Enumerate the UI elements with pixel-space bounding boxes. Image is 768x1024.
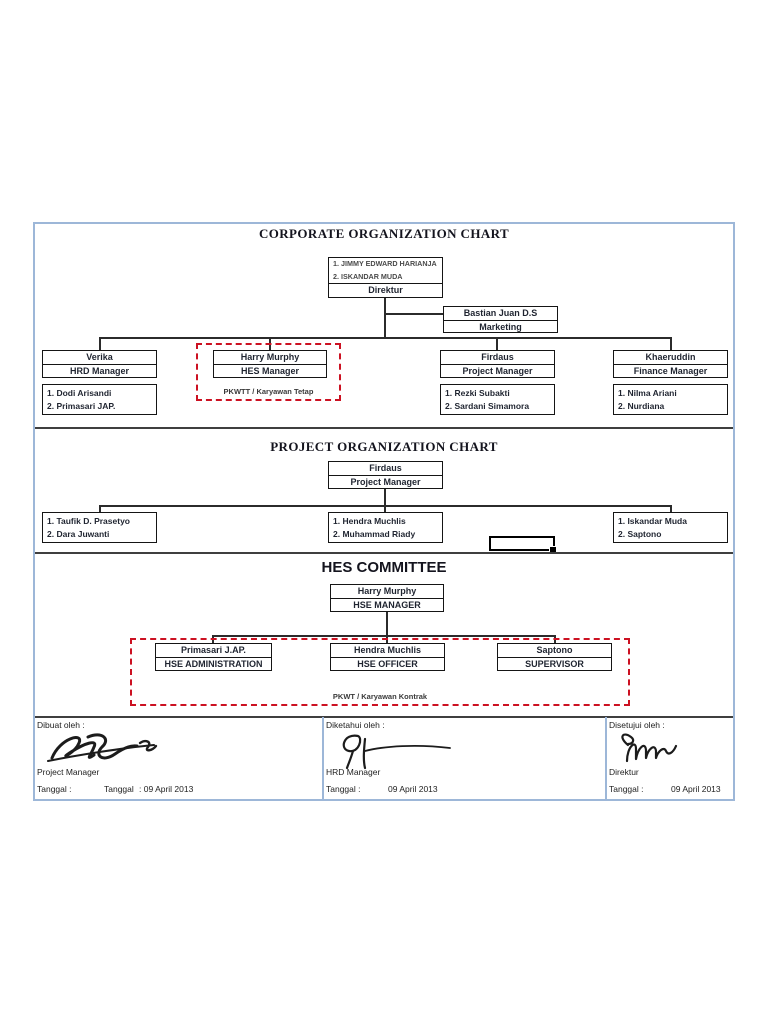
finance-manager-box: Khaeruddin Finance Manager xyxy=(613,350,728,378)
signoff-column-divider xyxy=(605,717,607,800)
hes-manager-role: HES Manager xyxy=(214,364,326,378)
tanggal-label: Tanggal : xyxy=(326,784,361,794)
document-frame xyxy=(33,222,735,801)
finance-manager-role: Finance Manager xyxy=(614,364,727,378)
team1-member-1: 1. Taufik D. Prasetyo xyxy=(47,516,130,526)
diketahui-oleh-label: Diketahui oleh : xyxy=(326,720,385,730)
signature-hrd-manager xyxy=(342,734,451,770)
connector-line xyxy=(99,337,671,339)
supervisor-box: Saptono SUPERVISOR xyxy=(497,643,612,671)
team2-member-1: 1. Hendra Muchlis xyxy=(333,516,406,526)
project-manager-signoff-role: Project Manager xyxy=(37,767,100,777)
project-manager-role: Project Manager xyxy=(441,364,554,378)
team3-member-2: 2. Saptono xyxy=(618,528,662,539)
connector-line xyxy=(99,337,101,350)
connector-line xyxy=(99,505,101,513)
signoff-date-3: 09 April 2013 xyxy=(671,784,721,794)
hse-admin-role: HSE ADMINISTRATION xyxy=(156,657,271,671)
disetujui-oleh-label: Disetujui oleh : xyxy=(609,720,665,730)
signature-direktur xyxy=(621,733,678,763)
project-team2-list: 1. Hendra Muchlis 2. Muhammad Riady xyxy=(328,512,443,543)
connector-line xyxy=(670,505,672,513)
team3-member-1: 1. Iskandar Muda xyxy=(618,516,687,526)
hse-manager-name: Harry Murphy xyxy=(357,586,417,596)
pkwtt-tag: PKWTT / Karyawan Tetap xyxy=(223,387,314,396)
section-divider xyxy=(35,427,733,429)
hes-committee-title: HES COMMITTEE xyxy=(321,559,447,576)
connector-line xyxy=(385,313,443,315)
hes-manager-box: Harry Murphy HES Manager xyxy=(213,350,327,378)
marketing-box: Bastian Juan D.S Marketing xyxy=(443,306,558,333)
dibuat-oleh-label: Dibuat oleh : xyxy=(37,720,85,730)
connector-line xyxy=(670,337,672,350)
pm-staff-2: 2. Sardani Simamora xyxy=(445,400,530,411)
connector-line xyxy=(386,612,388,635)
direktur-box: 1. JIMMY EDWARD HARIANJA 2. ISKANDAR MUD… xyxy=(328,257,443,298)
project-team1-list: 1. Taufik D. Prasetyo 2. Dara Juwanti xyxy=(42,512,157,543)
supervisor-role: SUPERVISOR xyxy=(498,657,611,671)
hse-admin-name: Primasari J.AP. xyxy=(181,645,246,655)
marketing-role: Marketing xyxy=(444,320,557,334)
pm-staff-1: 1. Rezki Subakti xyxy=(445,388,510,398)
connector-line xyxy=(384,489,386,506)
hrd-staff-2: 2. Primasari JAP. xyxy=(47,400,116,411)
hse-officer-role: HSE OFFICER xyxy=(331,657,444,671)
pkwt-dashed-group: PKWT / Karyawan Kontrak xyxy=(130,638,630,706)
direktur-name-2: 2. ISKANDAR MUDA xyxy=(333,271,403,281)
connector-line xyxy=(212,635,555,637)
finance-staff-1: 1. Nilma Ariani xyxy=(618,388,677,398)
hrd-manager-name: Verika xyxy=(86,352,113,362)
direktur-name-1: 1. JIMMY EDWARD HARIANJA xyxy=(333,259,437,268)
direktur-signoff-role: Direktur xyxy=(609,767,639,777)
hse-manager-box: Harry Murphy HSE MANAGER xyxy=(330,584,444,612)
project-manager-name: Firdaus xyxy=(481,352,514,362)
project-team3-list: 1. Iskandar Muda 2. Saptono xyxy=(613,512,728,543)
pkwt-tag: PKWT / Karyawan Kontrak xyxy=(332,692,428,701)
hrd-manager-signoff-role: HRD Manager xyxy=(326,767,381,777)
finance-manager-name: Khaeruddin xyxy=(645,352,696,362)
team2-member-2: 2. Muhammad Riady xyxy=(333,528,416,539)
section-divider xyxy=(35,716,733,718)
tanggal-label-2: Tanggal xyxy=(104,784,134,794)
hrd-staff-list: 1. Dodi Arisandi 2. Primasari JAP. xyxy=(42,384,157,415)
finance-staff-2: 2. Nurdiana xyxy=(618,400,665,411)
hrd-manager-box: Verika HRD Manager xyxy=(42,350,157,378)
pkwtt-dashed-group: PKWTT / Karyawan Tetap xyxy=(196,343,341,401)
hse-administration-box: Primasari J.AP. HSE ADMINISTRATION xyxy=(155,643,272,671)
signoff-date-2: 09 April 2013 xyxy=(388,784,438,794)
pm-staff-list: 1. Rezki Subakti 2. Sardani Simamora xyxy=(440,384,555,415)
connector-line xyxy=(384,505,386,513)
direktur-role: Direktur xyxy=(329,283,442,297)
tanggal-label-1: Tanggal : xyxy=(37,784,72,794)
hrd-staff-1: 1. Dodi Arisandi xyxy=(47,388,112,398)
signoff-date-1: : 09 April 2013 xyxy=(139,784,194,794)
corporate-chart-title: CORPORATE ORGANIZATION CHART xyxy=(258,226,510,241)
marketing-name: Bastian Juan D.S xyxy=(463,308,538,318)
connector-line xyxy=(496,337,498,350)
project-head-box: Firdaus Project Manager xyxy=(328,461,443,489)
project-head-role: Project Manager xyxy=(329,475,442,489)
team1-member-2: 2. Dara Juwanti xyxy=(47,528,110,539)
hes-manager-name: Harry Murphy xyxy=(240,352,300,362)
supervisor-name: Saptono xyxy=(536,645,573,655)
connector-line xyxy=(384,298,386,337)
hrd-manager-role: HRD Manager xyxy=(43,364,156,378)
finance-staff-list: 1. Nilma Ariani 2. Nurdiana xyxy=(613,384,728,415)
project-chart-title: PROJECT ORGANIZATION CHART xyxy=(270,439,498,454)
section-divider xyxy=(35,552,733,554)
tanggal-label: Tanggal : xyxy=(609,784,644,794)
project-manager-box: Firdaus Project Manager xyxy=(440,350,555,378)
selection-rectangle xyxy=(489,536,557,554)
hse-officer-name: Hendra Muchlis xyxy=(353,645,421,655)
project-head-name: Firdaus xyxy=(369,463,402,473)
hse-manager-role: HSE MANAGER xyxy=(331,598,443,612)
signoff-column-divider xyxy=(322,717,324,800)
signature-project-manager xyxy=(47,733,158,762)
hse-officer-box: Hendra Muchlis HSE OFFICER xyxy=(330,643,445,671)
